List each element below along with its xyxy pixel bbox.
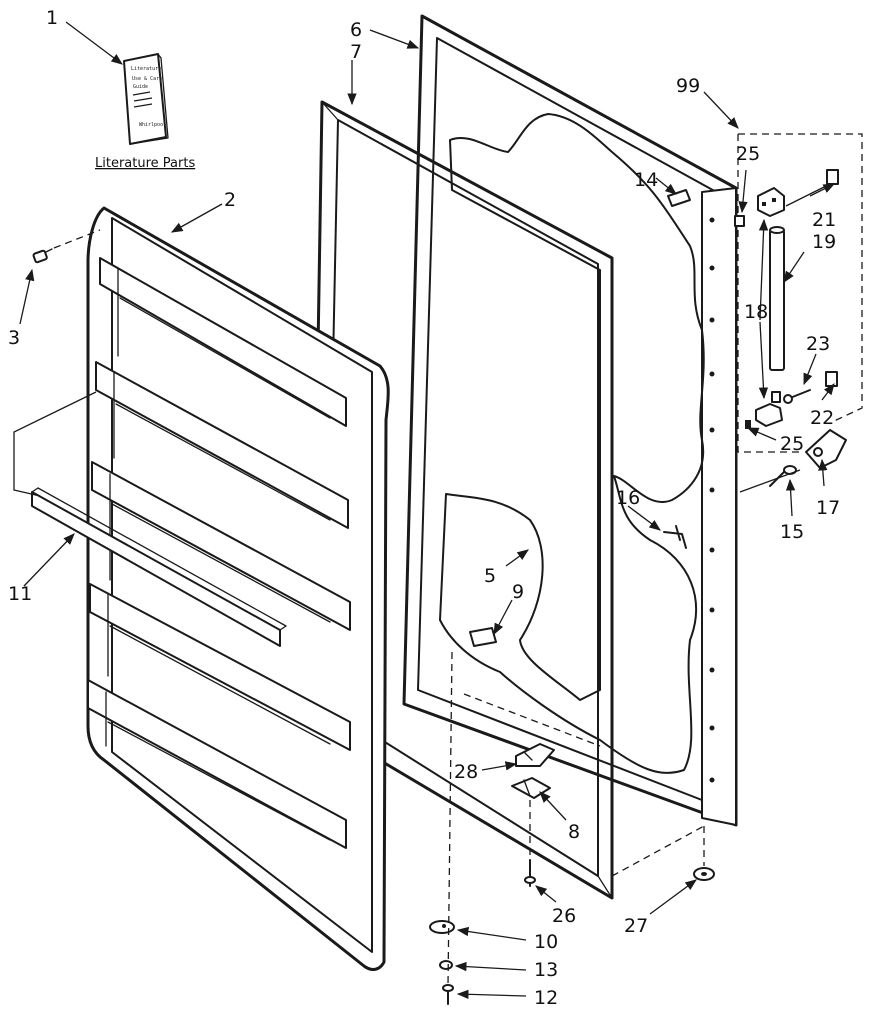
bottom-alignment-a <box>463 693 601 747</box>
hinge-shim-bottom[interactable] <box>745 420 751 429</box>
hinge-assembly-outline <box>737 133 863 453</box>
callout-15: 15 <box>780 521 804 543</box>
clip-16[interactable] <box>663 525 687 549</box>
vertical-alignment <box>447 651 453 986</box>
screw-3[interactable] <box>32 248 53 264</box>
callout-12: 12 <box>534 987 558 1009</box>
hinge-screw[interactable] <box>783 389 811 404</box>
screw-alignment <box>53 229 101 249</box>
hinge-pad-lower[interactable] <box>825 371 838 387</box>
callout-6: 6 <box>350 19 362 41</box>
hinge-pad-upper[interactable] <box>826 169 839 185</box>
literature-parts-caption: Literature Parts <box>95 156 195 171</box>
callout-19: 19 <box>812 231 836 253</box>
callout-14: 14 <box>634 169 658 191</box>
clip-14[interactable] <box>667 189 691 207</box>
clip-9[interactable] <box>469 627 497 647</box>
door-insulation[interactable] <box>439 113 705 774</box>
hinge-bracket-top[interactable] <box>757 187 785 217</box>
hinge-bracket-bottom[interactable] <box>755 391 783 427</box>
door-closer-cam[interactable] <box>805 429 847 469</box>
retaining-clip[interactable] <box>439 960 453 970</box>
callout-7: 7 <box>350 41 362 63</box>
callout-18: 18 <box>744 301 768 323</box>
booklet-line: Use & Care <box>132 76 162 82</box>
screw-26[interactable] <box>524 859 536 887</box>
callout-13: 13 <box>534 959 558 981</box>
callout-22: 22 <box>810 407 834 429</box>
bottom-alignment-b <box>611 825 705 877</box>
door-liner[interactable] <box>86 206 390 971</box>
literature-booklet[interactable]: Literature Use & Care Guide Whirlpool <box>123 53 169 145</box>
callout-25-bottom: 25 <box>780 433 804 455</box>
shelf-retainer-bar[interactable] <box>31 487 287 647</box>
callout-5: 5 <box>484 565 496 587</box>
callout-23: 23 <box>806 333 830 355</box>
hinge-pin-sleeve[interactable] <box>769 226 785 371</box>
booklet-line: Literature <box>131 66 161 72</box>
callout-21: 21 <box>812 209 836 231</box>
booklet-line: Whirlpool <box>139 122 166 128</box>
callout-2: 2 <box>224 189 236 211</box>
screw-12[interactable] <box>442 984 454 1005</box>
bar-group-bracket <box>13 391 97 497</box>
leader-lines <box>19 21 836 999</box>
booklet-line: Guide <box>133 84 148 90</box>
callout-28: 28 <box>454 761 478 783</box>
callout-3: 3 <box>8 327 20 349</box>
callout-8: 8 <box>568 821 580 843</box>
callout-11: 11 <box>8 583 32 605</box>
hinge-washer[interactable] <box>429 920 455 934</box>
hinge-shim-top[interactable] <box>734 215 745 227</box>
callout-16: 16 <box>616 487 640 509</box>
leveling-leg[interactable] <box>693 867 715 881</box>
callout-1: 1 <box>46 7 58 29</box>
callout-9: 9 <box>512 581 524 603</box>
callout-25-top: 25 <box>736 143 760 165</box>
callout-17: 17 <box>816 497 840 519</box>
bottom-hinge-bracket[interactable] <box>511 777 551 799</box>
door-panel-frame[interactable] <box>402 14 738 827</box>
pin-axis-line <box>739 469 801 493</box>
callout-10: 10 <box>534 931 558 953</box>
callout-27: 27 <box>624 915 648 937</box>
callout-26: 26 <box>552 905 576 927</box>
frame-side-holes <box>709 217 715 783</box>
callout-99: 99 <box>676 75 700 97</box>
